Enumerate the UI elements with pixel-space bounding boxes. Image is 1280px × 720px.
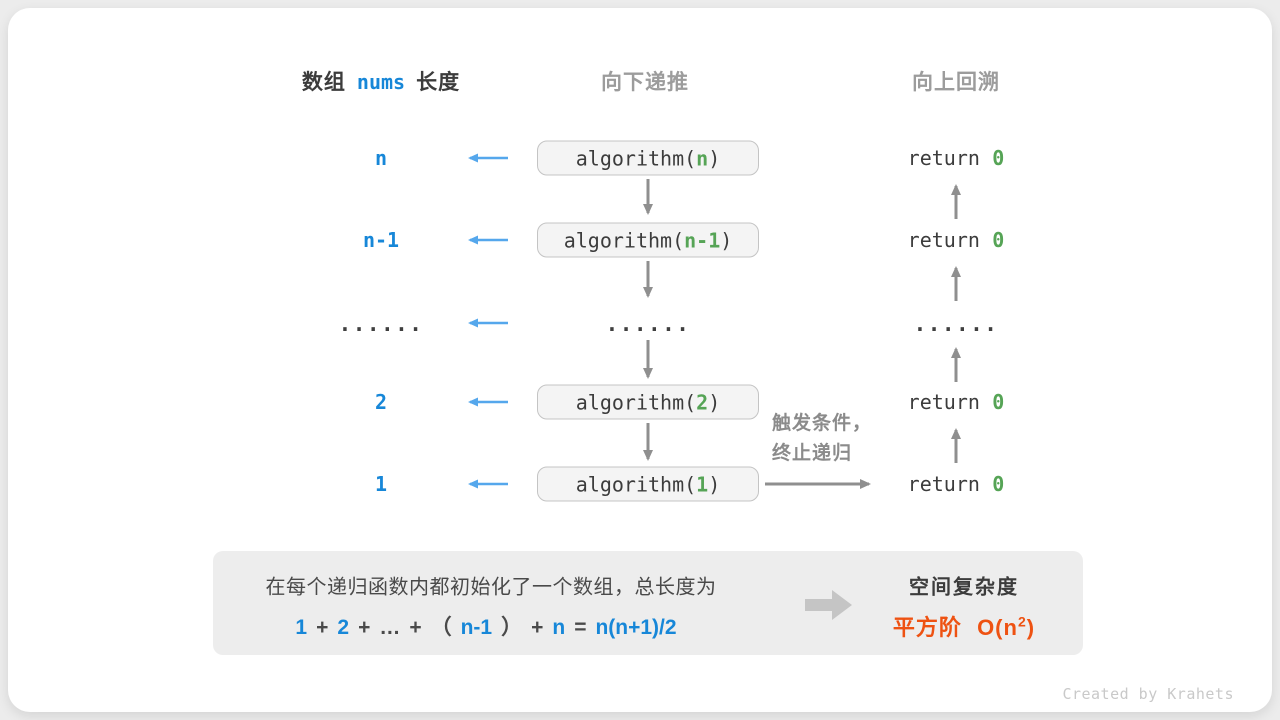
return-value: 0 bbox=[992, 472, 1005, 496]
length-label: n bbox=[374, 146, 388, 170]
formula-token: + bbox=[316, 616, 329, 639]
return-statement: return 0 bbox=[908, 390, 1005, 414]
formula-token: + bbox=[409, 616, 422, 639]
space-complexity-title: 空间复杂度 bbox=[909, 576, 1019, 599]
column-header-array-length: 数组 nums 长度 bbox=[302, 66, 460, 96]
space-complexity-value: 平方阶 O(n2) bbox=[893, 610, 1035, 642]
header-nums-code: nums bbox=[356, 70, 406, 94]
diagram-card: 数组 nums 长度 向下递推 向上回溯 n n-1 ...... 2 1 al… bbox=[8, 8, 1272, 712]
formula-token: … bbox=[379, 616, 401, 639]
return-keyword: return bbox=[907, 146, 980, 170]
call-box: algorithm(n-1) bbox=[537, 222, 759, 258]
big-o-notation: O(n2) bbox=[977, 613, 1036, 640]
summary-text: 在每个递归函数内都初始化了一个数组，总长度为 bbox=[265, 576, 717, 599]
call-box: algorithm(1) bbox=[537, 466, 759, 502]
return-statement: return 0 bbox=[908, 146, 1005, 170]
return-value: 0 bbox=[992, 146, 1005, 170]
call-text: ) bbox=[708, 390, 721, 414]
call-arg: 1 bbox=[696, 472, 709, 496]
formula-token: 1 bbox=[295, 616, 308, 639]
call-text: algorithm( bbox=[563, 228, 685, 252]
terminate-annotation-line1: 触发条件， bbox=[772, 413, 873, 434]
call-box: algorithm(n) bbox=[537, 140, 759, 176]
formula-token: n bbox=[552, 616, 566, 639]
column-header-backtrack-up: 向上回溯 bbox=[912, 71, 1000, 94]
big-o-exponent: 2 bbox=[1017, 613, 1027, 630]
length-label: 1 bbox=[374, 472, 388, 496]
formula-token: + bbox=[531, 616, 544, 639]
summary-formula: 1 +2 + … + （ n-1 ） + n = n(n+1)/2 bbox=[295, 611, 676, 641]
return-value: 0 bbox=[992, 228, 1005, 252]
formula-token: + bbox=[358, 616, 371, 639]
return-statement: return 0 bbox=[908, 472, 1005, 496]
return-keyword: return bbox=[907, 390, 980, 414]
ellipsis-dots: ...... bbox=[605, 312, 691, 336]
call-text: algorithm( bbox=[575, 146, 697, 170]
watermark-credit: Created by Krahets bbox=[1062, 685, 1234, 703]
terminate-annotation: 触发条件， 终止递归 bbox=[772, 409, 872, 469]
formula-token: n-1 bbox=[460, 616, 493, 639]
call-arg: n-1 bbox=[684, 228, 721, 252]
summary-panel bbox=[213, 551, 1083, 655]
call-arg: 2 bbox=[696, 390, 709, 414]
formula-token: ） bbox=[501, 616, 523, 639]
ellipsis-dots: ...... bbox=[913, 312, 999, 336]
return-statement: return 0 bbox=[908, 228, 1005, 252]
call-text: ) bbox=[720, 228, 733, 252]
terminate-annotation-line2: 终止递归 bbox=[772, 443, 853, 464]
call-arg: n bbox=[696, 146, 709, 170]
header-array-prefix: 数组 bbox=[301, 71, 346, 94]
call-text: algorithm( bbox=[575, 390, 697, 414]
return-value: 0 bbox=[992, 390, 1005, 414]
complexity-order-label: 平方阶 bbox=[892, 615, 962, 640]
formula-token: 2 bbox=[337, 616, 350, 639]
call-text: ) bbox=[708, 146, 721, 170]
call-box: algorithm(2) bbox=[537, 384, 759, 420]
call-text: algorithm( bbox=[575, 472, 697, 496]
length-label: n-1 bbox=[362, 228, 400, 252]
call-text: ) bbox=[708, 472, 721, 496]
header-array-suffix: 长度 bbox=[416, 71, 461, 94]
formula-token: n(n+1)/2 bbox=[595, 616, 677, 639]
ellipsis-dots: ...... bbox=[338, 312, 424, 336]
formula-token: （ bbox=[430, 616, 452, 639]
column-header-recurse-down: 向下递推 bbox=[601, 71, 689, 94]
result-block-arrow bbox=[805, 590, 852, 620]
formula-token: = bbox=[574, 616, 587, 639]
return-keyword: return bbox=[907, 228, 980, 252]
length-label: 2 bbox=[374, 390, 388, 414]
return-keyword: return bbox=[907, 472, 980, 496]
